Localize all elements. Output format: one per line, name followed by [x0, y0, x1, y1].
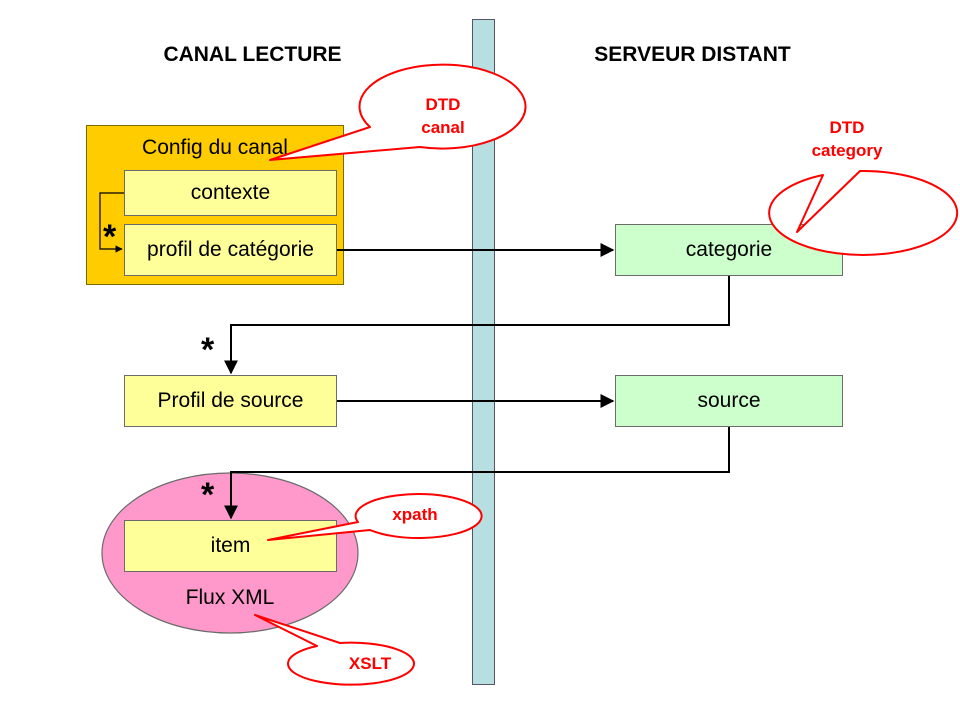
dtd-canal-callout: DTD canal: [398, 93, 488, 139]
heading-serveur-distant: SERVEUR DISTANT: [594, 43, 791, 66]
categorie-to-profil-source-arrow: [224, 276, 730, 375]
source-label: source: [697, 389, 761, 412]
profil-source-label: Profil de source: [157, 389, 304, 412]
xpath-callout: xpath: [392, 505, 438, 524]
dtd-category-line-2: category: [811, 141, 883, 160]
profil-categorie-box: profil de catégorie: [124, 224, 337, 276]
dtd-category-callout-shape: [768, 169, 959, 256]
categorie-label: categorie: [685, 238, 773, 261]
dtd-canal-line-1: DTD: [425, 95, 461, 114]
item-box: item: [124, 520, 337, 572]
xpath-callout-shape: [267, 493, 483, 541]
multiplicity-star-item: *: [201, 476, 215, 514]
heading-canal-lecture: CANAL LECTURE: [163, 43, 342, 66]
item-label: item: [210, 534, 251, 557]
contexte-box: contexte: [124, 170, 337, 216]
xslt-callout: XSLT: [348, 654, 392, 673]
source-to-item-arrow: [224, 427, 730, 520]
dtd-category-line-1: DTD: [829, 118, 865, 137]
contexte-label: contexte: [190, 181, 271, 204]
dtd-canal-line-2: canal: [421, 118, 465, 137]
dtd-category-callout: DTD category: [797, 116, 897, 162]
config-canal-title: Config du canal: [142, 136, 288, 159]
dtd-canal-callout-shape: [269, 63, 527, 161]
profil-source-box: Profil de source: [124, 375, 337, 427]
multiplicity-star-config: *: [103, 218, 117, 256]
profil-categorie-label: profil de catégorie: [147, 238, 314, 261]
self-loop-connector: [99, 192, 124, 253]
xslt-callout-shape: [254, 614, 416, 686]
multiplicity-star-source: *: [201, 331, 215, 369]
source-box: source: [615, 375, 843, 427]
flux-xml-label: Flux XML: [185, 586, 275, 609]
